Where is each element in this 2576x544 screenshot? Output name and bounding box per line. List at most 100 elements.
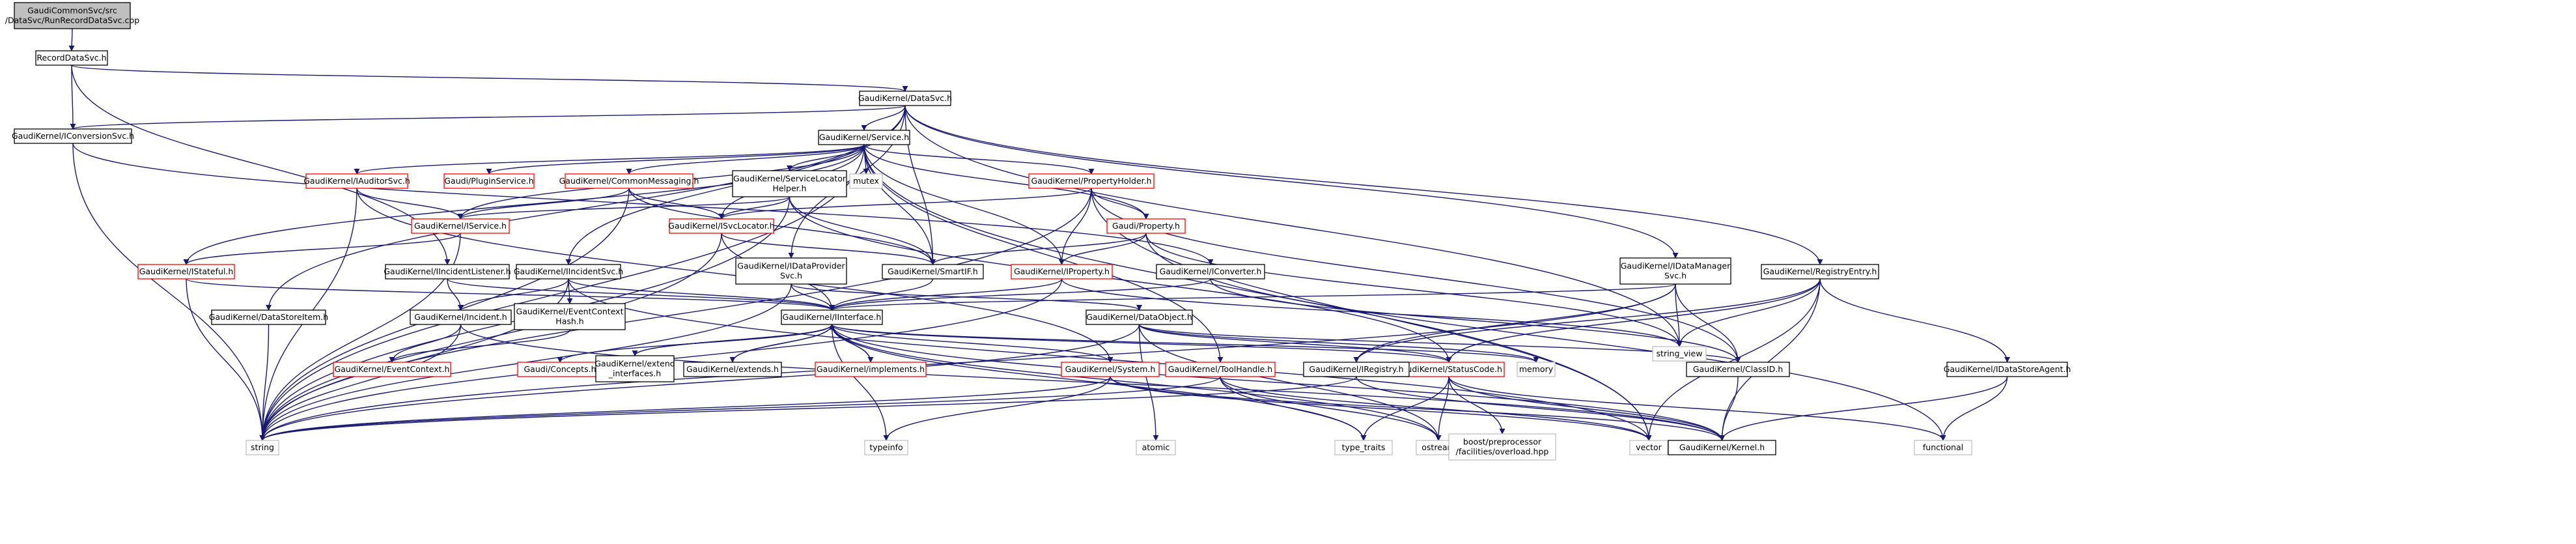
- node-box-extends[interactable]: [683, 362, 782, 377]
- node-box-string_view[interactable]: [1652, 346, 1707, 362]
- node-box-idatastoreagent[interactable]: [1946, 362, 2068, 377]
- node-system[interactable]: GaudiKernel/System.h: [1061, 362, 1160, 377]
- node-root[interactable]: GaudiCommonSvc/src/DataSvc/RunRecordData…: [5, 2, 139, 29]
- node-dataobject[interactable]: GaudiKernel/DataObject.h: [1085, 309, 1193, 325]
- node-iconversionsvc[interactable]: GaudiKernel/IConversionSvc.h: [12, 128, 134, 144]
- node-extends[interactable]: GaudiKernel/extends.h: [683, 362, 782, 377]
- node-box-service[interactable]: [818, 130, 910, 145]
- node-iservice[interactable]: GaudiKernel/IService.h: [411, 218, 510, 234]
- node-box-memory[interactable]: [1517, 362, 1556, 377]
- node-box-system[interactable]: [1061, 362, 1160, 377]
- node-box-extend_interfaces[interactable]: [595, 355, 675, 382]
- node-box-type_traits[interactable]: [1334, 440, 1393, 455]
- node-memory[interactable]: memory: [1517, 362, 1556, 377]
- node-box-implements[interactable]: [815, 362, 927, 377]
- node-mutex[interactable]: mutex: [849, 173, 883, 189]
- node-box-commonmessaging[interactable]: [565, 173, 693, 189]
- node-box-boost_overload[interactable]: [1448, 433, 1556, 461]
- node-eventcontext[interactable]: GaudiKernel/EventContext.h: [333, 362, 451, 377]
- node-box-eventcontext[interactable]: [333, 362, 451, 377]
- node-box-idataprovidersvc[interactable]: [735, 257, 847, 285]
- node-recorddatasvc[interactable]: RecordDataSvc.h: [35, 50, 108, 66]
- node-type_traits[interactable]: type_traits: [1334, 440, 1393, 455]
- node-iincidentsvc[interactable]: GaudiKernel/IIncidentSvc.h: [514, 264, 623, 279]
- node-box-servicelocatorhelper[interactable]: [732, 170, 847, 197]
- node-propertyholder[interactable]: GaudiKernel/PropertyHolder.h: [1028, 173, 1155, 189]
- node-box-isvclocator[interactable]: [669, 218, 774, 234]
- node-classid[interactable]: GaudiKernel/ClassID.h: [1686, 362, 1790, 377]
- node-kernel[interactable]: GaudiKernel/Kernel.h: [1668, 440, 1776, 455]
- node-isvclocator[interactable]: GaudiKernel/ISvcLocator.h: [668, 218, 775, 234]
- node-box-recorddatasvc[interactable]: [35, 50, 108, 66]
- node-implements[interactable]: GaudiKernel/implements.h: [815, 362, 927, 377]
- node-boost_overload[interactable]: boost/preprocessor/facilities/overload.h…: [1448, 433, 1556, 461]
- node-atomic[interactable]: atomic: [1136, 440, 1176, 455]
- node-box-pluginservice[interactable]: [443, 173, 535, 189]
- node-iproperty[interactable]: GaudiKernel/IProperty.h: [1011, 264, 1113, 279]
- node-box-iconverter[interactable]: [1156, 264, 1265, 279]
- node-box-root[interactable]: [14, 2, 131, 29]
- node-box-incident[interactable]: [410, 309, 512, 325]
- node-box-datastoreitem[interactable]: [211, 309, 326, 325]
- node-string[interactable]: string: [245, 440, 279, 455]
- node-box-istateful[interactable]: [137, 264, 235, 279]
- node-box-datasvc[interactable]: [859, 91, 951, 106]
- node-box-classid[interactable]: [1686, 362, 1790, 377]
- node-concepts[interactable]: Gaudi/Concepts.h: [517, 362, 603, 377]
- node-box-iproperty[interactable]: [1011, 264, 1113, 279]
- node-box-eventcontexthash[interactable]: [514, 303, 626, 330]
- node-box-iinterface[interactable]: [781, 309, 883, 325]
- node-box-string[interactable]: [245, 440, 279, 455]
- node-box-iregistry[interactable]: [1303, 362, 1410, 377]
- node-box-iincidentsvc[interactable]: [516, 264, 621, 279]
- node-idatastoreagent[interactable]: GaudiKernel/IDataStoreAgent.h: [1944, 362, 2071, 377]
- node-box-propertyholder[interactable]: [1028, 173, 1155, 189]
- node-box-atomic[interactable]: [1136, 440, 1176, 455]
- node-smartif[interactable]: GaudiKernel/SmartIF.h: [882, 264, 984, 279]
- node-box-dataobject[interactable]: [1085, 309, 1193, 325]
- node-box-smartif[interactable]: [882, 264, 984, 279]
- node-box-iincidentlistener[interactable]: [385, 264, 510, 279]
- node-istateful[interactable]: GaudiKernel/IStateful.h: [137, 264, 235, 279]
- node-commonmessaging[interactable]: GaudiKernel/CommonMessaging.h: [559, 173, 699, 189]
- edge-smartif-to-iinterface: [829, 278, 934, 311]
- node-box-registryentry[interactable]: [1761, 264, 1879, 279]
- node-service[interactable]: GaudiKernel/Service.h: [818, 130, 910, 145]
- node-box-toolhandle[interactable]: [1165, 362, 1276, 377]
- node-iinterface[interactable]: GaudiKernel/IInterface.h: [781, 309, 883, 325]
- node-iconverter[interactable]: GaudiKernel/IConverter.h: [1156, 264, 1265, 279]
- node-label-extends: GaudiKernel/extends.h: [686, 364, 779, 374]
- node-pluginservice[interactable]: Gaudi/PluginService.h: [443, 173, 535, 189]
- node-box-vector[interactable]: [1629, 440, 1668, 455]
- node-box-iservice[interactable]: [411, 218, 510, 234]
- node-registryentry[interactable]: GaudiKernel/RegistryEntry.h: [1761, 264, 1879, 279]
- node-vector[interactable]: vector: [1629, 440, 1668, 455]
- node-datasvc[interactable]: GaudiKernel/DataSvc.h: [858, 91, 952, 106]
- node-box-property[interactable]: [1106, 218, 1186, 234]
- node-iauditorsvc[interactable]: GaudiKernel/IAuditorSvc.h: [303, 173, 410, 189]
- node-box-typeinfo[interactable]: [864, 440, 908, 455]
- node-box-mutex[interactable]: [849, 173, 883, 189]
- edge-service-to-property: [863, 144, 1149, 220]
- node-box-functional[interactable]: [1914, 440, 1972, 455]
- node-property[interactable]: Gaudi/Property.h: [1106, 218, 1186, 234]
- node-label-iincidentlistener: GaudiKernel/IIncidentListener.h: [384, 266, 511, 276]
- node-box-iconversionsvc[interactable]: [14, 128, 132, 144]
- node-box-kernel[interactable]: [1668, 440, 1776, 455]
- node-iincidentlistener[interactable]: GaudiKernel/IIncidentListener.h: [384, 264, 511, 279]
- node-box-iauditorsvc[interactable]: [305, 173, 408, 189]
- node-extend_interfaces[interactable]: GaudiKernel/extend_interfaces.h: [595, 355, 675, 382]
- node-functional[interactable]: functional: [1914, 440, 1972, 455]
- node-datastoreitem[interactable]: GaudiKernel/DataStoreItem.h: [209, 309, 328, 325]
- node-incident[interactable]: GaudiKernel/Incident.h: [410, 309, 512, 325]
- node-toolhandle[interactable]: GaudiKernel/ToolHandle.h: [1165, 362, 1276, 377]
- node-statuscode[interactable]: GaudiKernel/StatusCode.h: [1393, 362, 1505, 377]
- node-box-idatamanagersvc[interactable]: [1619, 257, 1731, 285]
- node-typeinfo[interactable]: typeinfo: [864, 440, 908, 455]
- node-iregistry[interactable]: GaudiKernel/IRegistry.h: [1303, 362, 1410, 377]
- node-string_view[interactable]: string_view: [1652, 346, 1707, 362]
